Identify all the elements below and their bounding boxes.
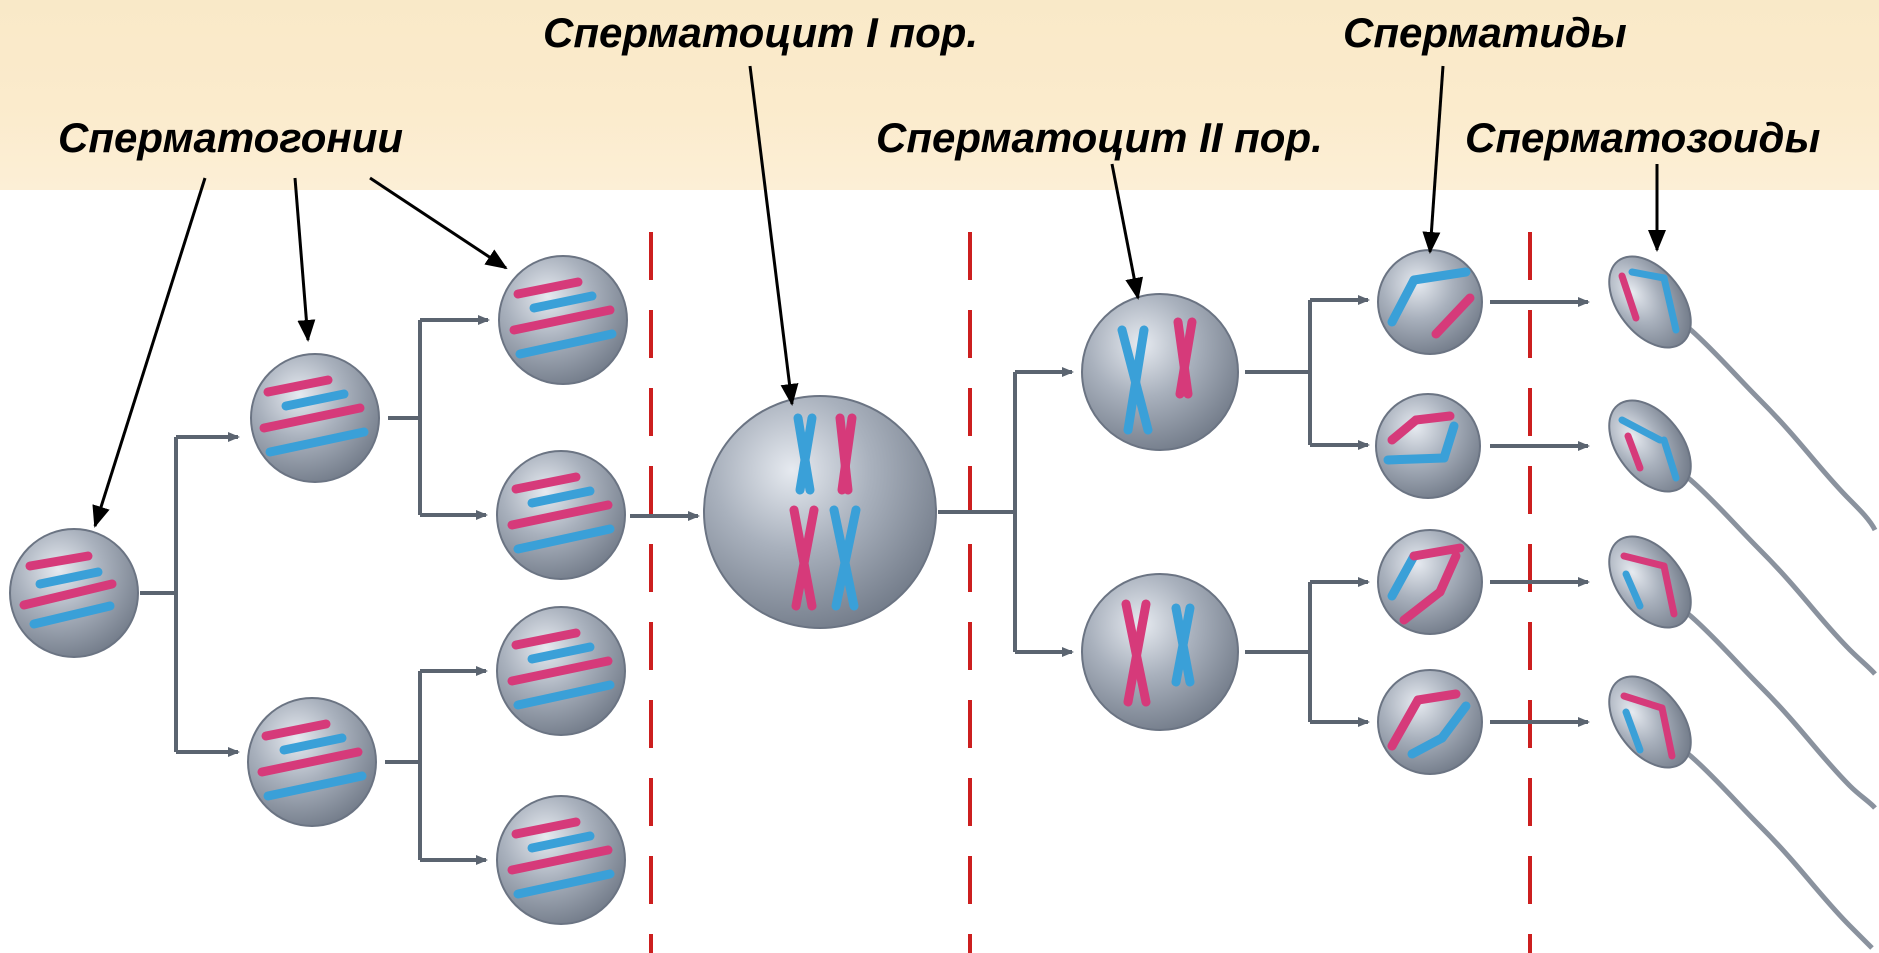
pointer-spermatids bbox=[1430, 66, 1443, 252]
pointer-spermatocyte-1 bbox=[750, 66, 792, 404]
pointer-spermatogonia-1 bbox=[95, 178, 205, 526]
cell-spermatogonium-3b bbox=[497, 451, 625, 579]
cell-spermatocyte-2a bbox=[1082, 294, 1238, 450]
cell-spermatogonium-2a bbox=[251, 354, 379, 482]
spermatozoon-2 bbox=[1593, 385, 1875, 674]
pointer-spermatocyte-2 bbox=[1112, 164, 1138, 298]
cell-spermatogonium-2b bbox=[248, 698, 376, 826]
cell-spermatid-1 bbox=[1378, 250, 1482, 354]
cell-spermatid-4 bbox=[1378, 670, 1482, 774]
cell-spermatogonium-3c bbox=[497, 607, 625, 735]
spermatozoon-1 bbox=[1593, 241, 1875, 530]
spermatozoon-4 bbox=[1593, 661, 1872, 948]
cell-spermatogonium-3d bbox=[497, 796, 625, 924]
cell-spermatocyte-1 bbox=[704, 396, 936, 628]
pointer-spermatogonia-3 bbox=[370, 178, 506, 268]
pointer-spermatogonia-2 bbox=[295, 178, 308, 340]
cell-spermatocyte-2b bbox=[1082, 574, 1238, 730]
cell-spermatid-3 bbox=[1378, 530, 1482, 634]
spermatozoon-3 bbox=[1593, 521, 1875, 808]
cell-spermatogonium-3a bbox=[499, 256, 627, 384]
cell-spermatogonium-1 bbox=[10, 529, 138, 657]
cell-spermatid-2 bbox=[1376, 394, 1480, 498]
